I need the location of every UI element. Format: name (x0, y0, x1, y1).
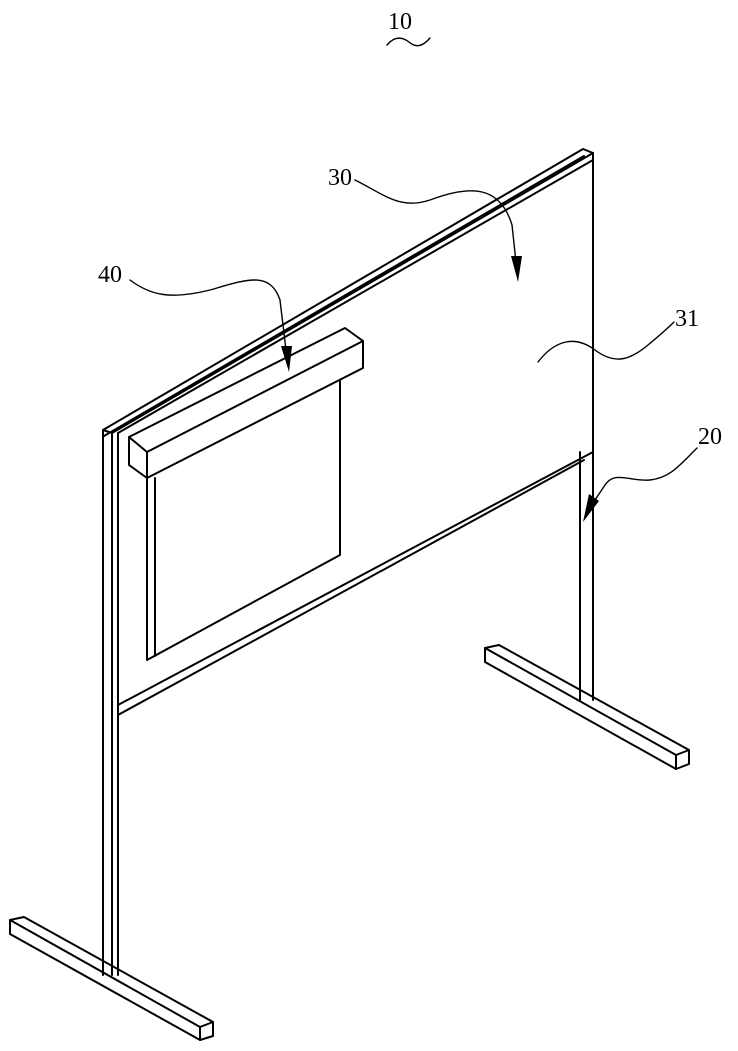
board-top-rail-edge (104, 156, 584, 436)
right-foot (485, 645, 689, 769)
leader-40: 40 (98, 262, 292, 372)
label-20: 20 (698, 424, 722, 450)
leader-30: 30 (328, 165, 522, 282)
leader-20-line (595, 448, 697, 500)
leader-31: 31 (538, 306, 699, 362)
label-40: 40 (98, 262, 122, 288)
label-30: 30 (328, 165, 352, 191)
assembly-label: 10 (388, 9, 412, 35)
right-foot-top (485, 645, 689, 755)
screen-sheet (147, 380, 340, 660)
board-front-top-edge (118, 160, 593, 433)
leader-30-arrow (511, 256, 522, 282)
housing-front (147, 341, 363, 478)
label-31: 31 (675, 306, 699, 332)
leader-40-line (130, 280, 286, 350)
board-frame (103, 149, 593, 715)
board-bottom-rail (118, 460, 584, 715)
roller-screen (129, 328, 363, 660)
assembly-reference: 10 (387, 9, 430, 46)
leader-20: 20 (583, 424, 722, 522)
assembly-wavy-underline (387, 38, 430, 46)
board-bottom-edge (118, 452, 593, 705)
leader-31-line (538, 322, 674, 362)
housing-left (129, 437, 147, 478)
stand (10, 430, 689, 1040)
board-top-rail (103, 149, 593, 433)
left-foot-side (10, 920, 200, 1040)
